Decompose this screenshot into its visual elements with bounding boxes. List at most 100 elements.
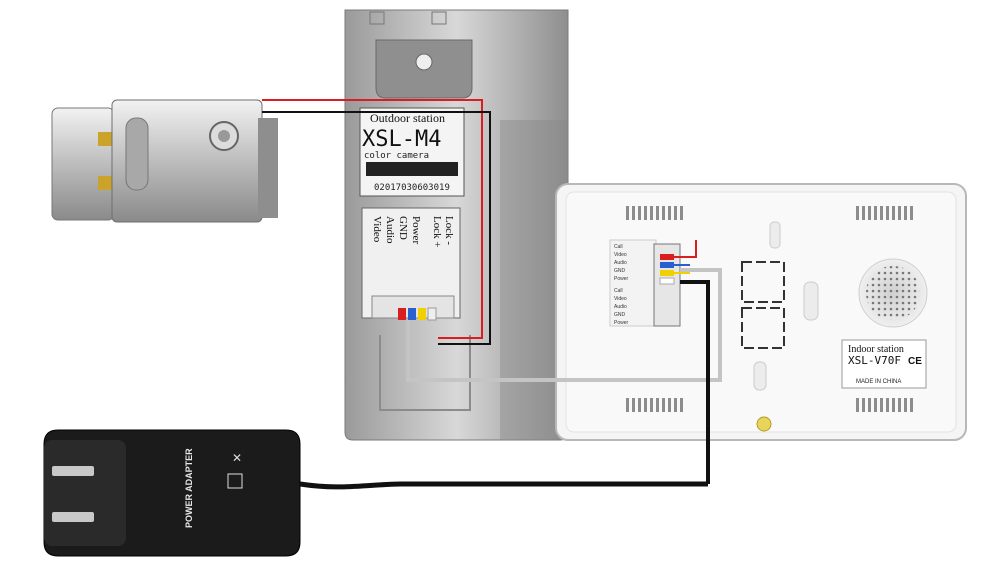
vent-slot bbox=[868, 398, 871, 412]
vent-slot bbox=[626, 206, 629, 220]
outdoor-station-screw-hole bbox=[415, 53, 433, 71]
vent-slot bbox=[674, 398, 677, 412]
power-adapter-prong-top bbox=[52, 466, 94, 476]
indoor-terminal-label: Power bbox=[614, 320, 629, 326]
indoor-station-hanger-hole-top bbox=[769, 221, 781, 249]
indoor-station-vents bbox=[626, 206, 913, 412]
indoor-station-label: Indoor station bbox=[848, 344, 904, 355]
outdoor-station-model: XSL-M4 bbox=[362, 127, 441, 152]
outdoor-station-clip-right bbox=[431, 11, 447, 25]
vent-slot bbox=[680, 206, 683, 220]
vent-slot bbox=[886, 398, 889, 412]
vent-slot bbox=[898, 206, 901, 220]
vent-slot bbox=[892, 206, 895, 220]
outdoor-terminal-label: Video bbox=[371, 216, 383, 243]
vent-slot bbox=[632, 398, 635, 412]
vent-slot bbox=[644, 206, 647, 220]
outdoor-lock-terminal-label: Lock - bbox=[443, 216, 455, 245]
vent-slot bbox=[898, 398, 901, 412]
outdoor-station-lower-frame bbox=[379, 335, 471, 411]
vent-slot bbox=[656, 398, 659, 412]
outdoor-terminal-white bbox=[427, 307, 437, 321]
vent-slot bbox=[856, 206, 859, 220]
indoor-station: CallVideoAudioGNDPowerCallVideoAudioGNDP… bbox=[555, 183, 967, 441]
indoor-terminal-label: Video bbox=[614, 252, 627, 258]
vent-slot bbox=[668, 206, 671, 220]
vent-slot bbox=[638, 206, 641, 220]
vent-slot bbox=[904, 206, 907, 220]
indoor-terminal-label: Call bbox=[614, 244, 623, 250]
indoor-lead-red bbox=[674, 240, 697, 258]
outdoor-station-label: Outdoor station bbox=[370, 111, 445, 125]
outdoor-terminal-label: Power bbox=[410, 216, 422, 244]
wires bbox=[262, 99, 722, 484]
power-adapter-plug-face bbox=[44, 440, 126, 546]
vent-slot bbox=[644, 398, 647, 412]
power-adapter-cable bbox=[299, 481, 708, 490]
vent-slot bbox=[674, 206, 677, 220]
vent-slot bbox=[868, 206, 871, 220]
indoor-station-warranty-sticker bbox=[756, 416, 772, 432]
outdoor-station-label-sticker bbox=[359, 107, 465, 197]
indoor-station-made-in: MADE IN CHINA bbox=[856, 379, 901, 385]
outdoor-terminal-blue bbox=[408, 308, 416, 320]
vent-slot bbox=[874, 206, 877, 220]
vent-slot bbox=[668, 398, 671, 412]
indoor-terminal-label: GND bbox=[614, 268, 626, 274]
lock-wire-red bbox=[262, 99, 483, 339]
lock-bolt bbox=[98, 132, 112, 146]
electric-lock bbox=[51, 99, 278, 223]
indoor-station-bracket-top bbox=[741, 261, 785, 303]
outdoor-terminal-label: GND bbox=[397, 216, 409, 240]
vent-slot bbox=[626, 398, 629, 412]
vent-slot bbox=[910, 398, 913, 412]
indoor-terminal-blue bbox=[660, 262, 674, 268]
lock-wire-black bbox=[262, 111, 491, 345]
indoor-terminal-label: Audio bbox=[614, 260, 627, 266]
outdoor-station: Outdoor station XSL-M4 color camera 0201… bbox=[344, 9, 569, 441]
vent-slot bbox=[656, 206, 659, 220]
vent-slot bbox=[862, 206, 865, 220]
vent-slot bbox=[880, 206, 883, 220]
power-adapter-polarity-icon bbox=[227, 473, 243, 489]
lock-keyhole bbox=[218, 130, 230, 142]
indoor-station-hanger-hole-bottom bbox=[753, 361, 767, 391]
vent-slot bbox=[910, 206, 913, 220]
indoor-terminal-yellow bbox=[660, 270, 674, 276]
vent-slot bbox=[662, 398, 665, 412]
outdoor-station-barcode bbox=[366, 162, 458, 176]
vent-slot bbox=[662, 206, 665, 220]
indoor-station-model: XSL-V70F bbox=[848, 354, 901, 367]
lock-strike-plate bbox=[51, 107, 115, 221]
indoor-terminal-label: GND bbox=[614, 312, 626, 318]
vent-slot bbox=[856, 398, 859, 412]
power-adapter-prong-bottom bbox=[52, 512, 94, 522]
outdoor-terminal-label: Audio bbox=[384, 216, 396, 244]
indoor-station-slot bbox=[803, 281, 819, 321]
indoor-terminal-label: Call bbox=[614, 288, 623, 294]
outdoor-station-clip-left bbox=[369, 11, 385, 25]
outdoor-station-serial: 02017030603019 bbox=[374, 183, 450, 193]
vent-slot bbox=[862, 398, 865, 412]
indoor-station-ce-mark: CE bbox=[908, 356, 922, 367]
indoor-terminal-red bbox=[660, 254, 674, 260]
indoor-station-label-sticker bbox=[841, 339, 927, 389]
vent-slot bbox=[892, 398, 895, 412]
outdoor-terminal-red bbox=[398, 308, 406, 320]
indoor-terminal-label: Power bbox=[614, 276, 629, 282]
indoor-station-speaker-grille bbox=[866, 266, 920, 320]
lock-brand-plate bbox=[125, 117, 149, 191]
lock-latch bbox=[98, 176, 112, 190]
power-adapter-recycle-x-icon: ✕ bbox=[232, 451, 242, 465]
outdoor-terminal-yellow bbox=[418, 308, 426, 320]
outdoor-lock-terminal-label: Lock + bbox=[431, 216, 443, 248]
indoor-terminal-label: Video bbox=[614, 296, 627, 302]
indoor-terminal-white bbox=[659, 277, 675, 285]
vent-slot bbox=[638, 398, 641, 412]
outdoor-station-side-shade bbox=[500, 120, 568, 440]
vent-slot bbox=[632, 206, 635, 220]
power-cable-black bbox=[680, 280, 710, 484]
